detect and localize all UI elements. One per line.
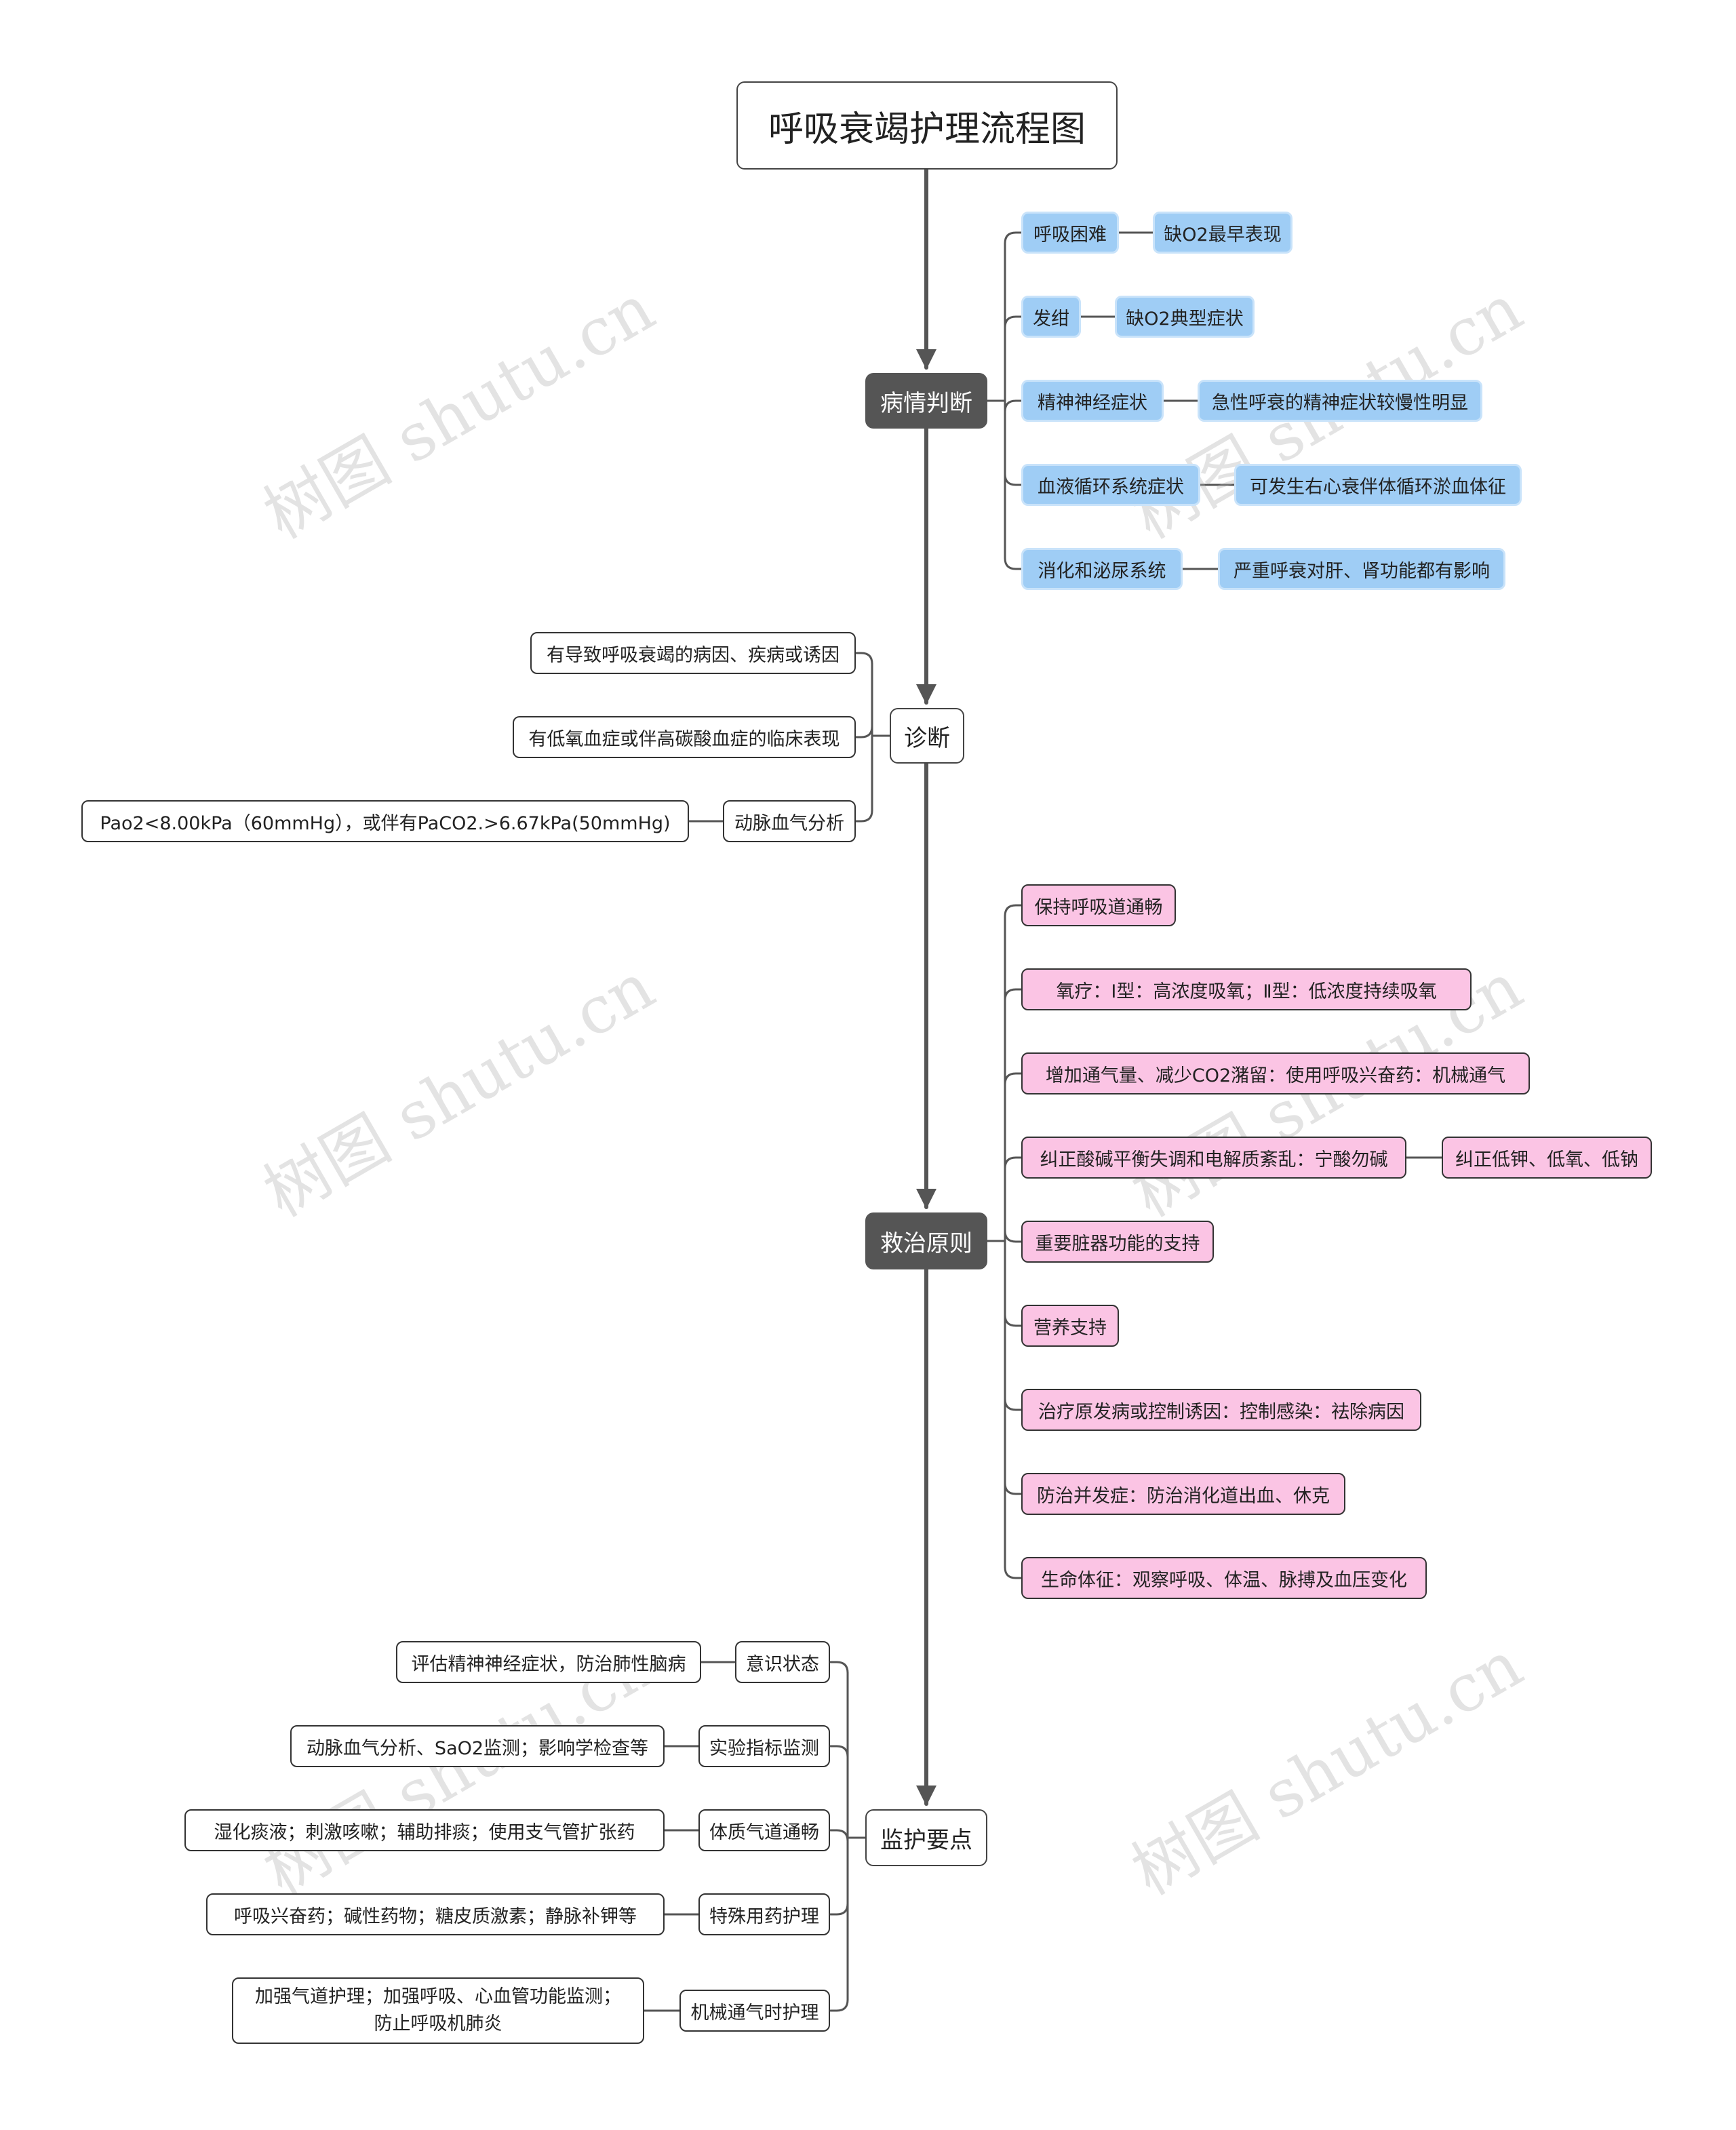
treatment-item[interactable]: 重要脏器功能的支持 <box>1021 1221 1214 1263</box>
monitoring-detail[interactable]: 评估精神神经症状，防治肺性脑病 <box>396 1641 701 1683</box>
branch-connector <box>1004 1229 1023 1243</box>
diagnosis-item[interactable]: 动脉血气分析 <box>723 800 856 842</box>
monitoring-item[interactable]: 特殊用药护理 <box>698 1893 830 1935</box>
assessment-detail[interactable]: 急性呼衰的精神症状较慢性明显 <box>1198 380 1482 422</box>
branch-connector <box>1004 315 1023 329</box>
branch-connector <box>829 1998 849 2012</box>
branch-connector <box>1004 1314 1023 1327</box>
section-diagnosis[interactable]: 诊断 <box>890 708 964 764</box>
assessment-item[interactable]: 呼吸困难 <box>1021 212 1119 254</box>
detail-line: 防止呼吸机肺炎 <box>374 2013 502 2034</box>
branch-connector <box>1004 904 1023 918</box>
branch-connector <box>854 652 873 665</box>
treatment-item[interactable]: 保持呼吸道通畅 <box>1021 884 1176 926</box>
monitoring-item[interactable]: 机械通气时护理 <box>679 1990 830 2032</box>
monitoring-detail[interactable]: 加强气道护理；加强呼吸、心血管功能监测； 防止呼吸机肺炎 <box>232 1977 644 2044</box>
branch-connector <box>1004 399 1023 413</box>
branch-connector <box>829 1902 849 1916</box>
monitoring-item[interactable]: 意识状态 <box>735 1641 830 1683</box>
assessment-item[interactable]: 精神神经症状 <box>1021 380 1164 422</box>
treatment-detail[interactable]: 纠正低钾、低氧、低钠 <box>1442 1137 1652 1179</box>
treatment-item[interactable]: 治疗原发病或控制诱因：控制感染：祛除病因 <box>1021 1389 1421 1431</box>
branch-connector <box>829 1661 849 1674</box>
treatment-item[interactable]: 氧疗：Ⅰ型：高浓度吸氧；Ⅱ型：低浓度持续吸氧 <box>1021 968 1472 1010</box>
branch-connector <box>1004 557 1023 570</box>
treatment-item[interactable]: 增加通气量、减少CO2潴留：使用呼吸兴奋药：机械通气 <box>1021 1052 1530 1094</box>
assessment-detail[interactable]: 可发生右心衰伴体循环淤血体征 <box>1234 464 1522 506</box>
assessment-detail[interactable]: 缺O2最早表现 <box>1153 212 1293 254</box>
assessment-item[interactable]: 消化和泌尿系统 <box>1021 548 1183 590</box>
section-assessment[interactable]: 病情判断 <box>865 373 987 429</box>
monitoring-detail[interactable]: 呼吸兴奋药；碱性药物；糖皮质激素；静脉补钾等 <box>206 1893 665 1935</box>
diagnosis-item[interactable]: 有导致呼吸衰竭的病因、疾病或诱因 <box>530 632 856 674</box>
section-monitoring[interactable]: 监护要点 <box>865 1809 987 1866</box>
branch-connector <box>1004 1482 1023 1495</box>
assessment-item[interactable]: 血液循环系统症状 <box>1021 464 1200 506</box>
monitoring-item[interactable]: 体质气道通畅 <box>698 1809 830 1851</box>
branch-connector <box>1004 1566 1023 1579</box>
assessment-detail[interactable]: 严重呼衰对肝、肾功能都有影响 <box>1218 548 1505 590</box>
branch-connector <box>829 1829 849 1842</box>
monitoring-detail[interactable]: 动脉血气分析、SaO2监测；影响学检查等 <box>290 1725 665 1767</box>
monitoring-detail[interactable]: 湿化痰液；刺激咳嗽；辅助排痰；使用支气管扩张药 <box>184 1809 665 1851</box>
diagnosis-item[interactable]: 有低氧血症或伴高碳酸血症的临床表现 <box>513 716 856 758</box>
assessment-item[interactable]: 发绀 <box>1021 296 1081 338</box>
branch-connector <box>1004 231 1023 245</box>
diagnosis-detail[interactable]: Pao2<8.00kPa（60mmHg），或伴有PaCO2.>6.67kPa(5… <box>81 800 689 842</box>
branch-connector <box>1004 473 1023 486</box>
section-treatment[interactable]: 救治原则 <box>865 1212 987 1269</box>
detail-line: 加强气道护理；加强呼吸、心血管功能监测； <box>255 1986 621 2007</box>
treatment-item[interactable]: 防治并发症：防治消化道出血、休克 <box>1021 1473 1345 1515</box>
branch-connector <box>854 809 873 823</box>
treatment-item[interactable]: 营养支持 <box>1021 1305 1119 1347</box>
treatment-item[interactable]: 纠正酸碱平衡失调和电解质紊乱：宁酸勿碱 <box>1021 1137 1406 1179</box>
branch-connector <box>1004 1156 1023 1170</box>
treatment-item[interactable]: 生命体征：观察呼吸、体温、脉搏及血压变化 <box>1021 1557 1427 1599</box>
assessment-detail[interactable]: 缺O2典型症状 <box>1115 296 1255 338</box>
branch-connector <box>854 725 873 738</box>
branch-connector <box>1004 988 1023 1002</box>
root-title[interactable]: 呼吸衰竭护理流程图 <box>736 81 1118 170</box>
branch-connector <box>1004 1398 1023 1411</box>
monitoring-item[interactable]: 实验指标监测 <box>698 1725 830 1767</box>
branch-connector <box>829 1745 849 1758</box>
branch-connector <box>1004 1072 1023 1086</box>
